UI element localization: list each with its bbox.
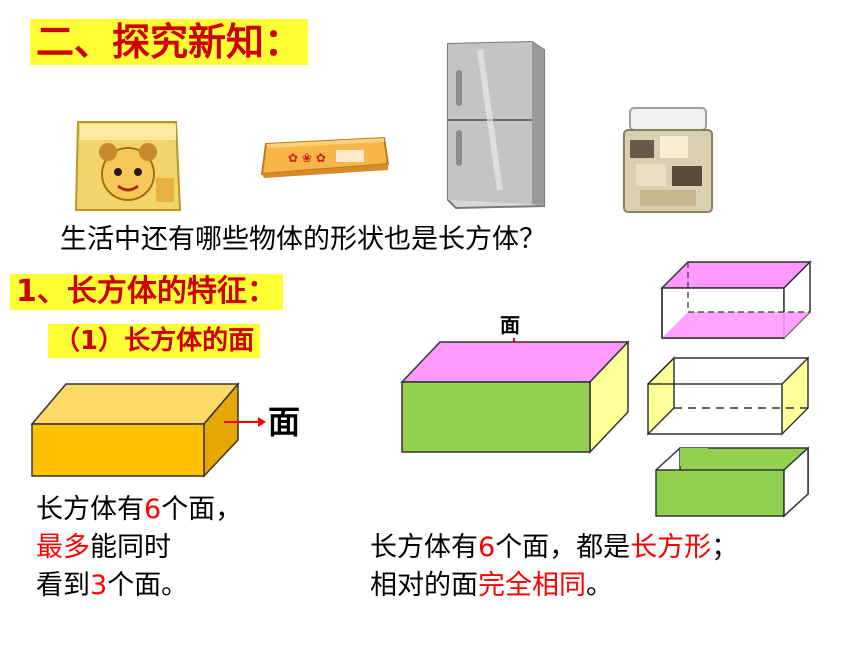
question-text: 生活中还有哪些物体的形状也是长方体？	[60, 224, 546, 255]
cuboid-front-back-faces	[655, 446, 809, 518]
orange-cuboid	[30, 381, 240, 478]
page-title: 二、探究新知：	[30, 19, 309, 65]
refrigerator-icon	[447, 40, 545, 210]
face-arrow-left	[224, 417, 266, 427]
left-text-line1: 长方体有6个面，	[36, 494, 243, 525]
right-text-line1: 长方体有6个面，都是长方形；	[370, 532, 739, 563]
subsection-heading: （1）长方体的面	[48, 324, 261, 358]
cuboid-side-faces	[647, 356, 809, 436]
right-text-line2: 相对的面完全相同。	[370, 570, 613, 601]
cuboid-top-bottom-faces	[660, 260, 812, 340]
left-text-line2: 最多能同时	[36, 532, 171, 563]
face-label-left: 面	[268, 403, 301, 441]
face-label-right: 面	[500, 313, 520, 337]
candy-jar-icon	[623, 107, 713, 213]
colored-cuboid	[400, 340, 630, 454]
svg-text:✿ ❀ ✿: ✿ ❀ ✿	[288, 151, 326, 165]
section-heading: 1、长方体的特征：	[10, 274, 283, 310]
cookie-box-icon	[74, 121, 182, 211]
left-text-line3: 看到3个面。	[36, 570, 189, 601]
biscuit-box-icon: ✿ ❀ ✿	[260, 136, 390, 178]
